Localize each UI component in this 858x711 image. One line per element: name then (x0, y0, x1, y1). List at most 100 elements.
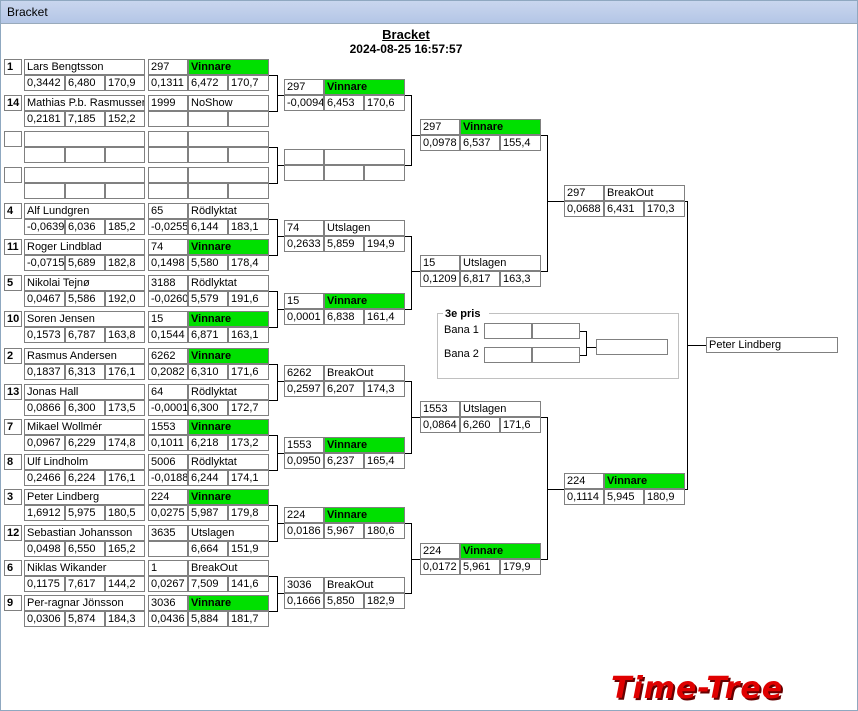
match-status[interactable]: BreakOut (188, 560, 269, 576)
match-status[interactable]: Vinnare (460, 543, 541, 559)
reaction-time: 0,2597 (284, 381, 324, 397)
match-status[interactable]: Vinnare (324, 293, 405, 309)
elapsed-time: 6,300 (188, 400, 228, 416)
match-status[interactable]: Vinnare (188, 348, 269, 364)
racer-name[interactable]: Roger Lindblad (24, 239, 145, 255)
connector-line (547, 417, 548, 560)
match-status[interactable]: Vinnare (188, 311, 269, 327)
racer-name[interactable]: Mathias P.b. Rasmussen (24, 95, 145, 111)
match-status[interactable] (188, 167, 269, 183)
lane-number: 5006 (148, 454, 188, 470)
speed-value: 174,8 (105, 435, 145, 451)
racer-name[interactable]: Soren Jensen (24, 311, 145, 327)
third-place-lane1-cell[interactable] (532, 323, 580, 339)
racer-name[interactable]: Lars Bengtsson (24, 59, 145, 75)
connector-line (411, 523, 412, 594)
racer-name[interactable]: Nikolai Tejnø (24, 275, 145, 291)
speed-value: 170,6 (364, 95, 405, 111)
match-status[interactable]: BreakOut (604, 185, 685, 201)
elapsed-time: 5,579 (188, 291, 228, 307)
racer-name[interactable]: Alf Lundgren (24, 203, 145, 219)
match-status[interactable] (324, 149, 405, 165)
seed-spacer (4, 541, 22, 557)
match-status[interactable]: Vinnare (188, 59, 269, 75)
lane-number: 65 (148, 203, 188, 219)
connector-line (405, 236, 411, 237)
lane-number: 64 (148, 384, 188, 400)
third-place-result[interactable] (596, 339, 668, 355)
elapsed-time: 5,586 (65, 291, 105, 307)
connector-line (269, 327, 277, 328)
reaction-time: -0,0001 (148, 400, 188, 416)
elapsed-time: 6,310 (188, 364, 228, 380)
match-status[interactable]: BreakOut (324, 365, 405, 381)
match-status[interactable]: Vinnare (324, 79, 405, 95)
match-status[interactable]: BreakOut (324, 577, 405, 593)
speed-value: 170,7 (228, 75, 269, 91)
connector-line (411, 559, 420, 560)
reaction-time: 0,0001 (284, 309, 324, 325)
match-status[interactable]: Rödlyktat (188, 454, 269, 470)
match-status[interactable]: Rödlyktat (188, 203, 269, 219)
racer-name[interactable]: Per-ragnar Jönsson (24, 595, 145, 611)
seed-spacer (4, 611, 22, 627)
match-status[interactable]: Utslagen (460, 401, 541, 417)
match-status[interactable]: Vinnare (324, 437, 405, 453)
seed-number: 5 (4, 275, 22, 291)
racer-name[interactable] (24, 167, 145, 183)
racer-name[interactable]: Peter Lindberg (24, 489, 145, 505)
racer-name[interactable] (24, 131, 145, 147)
racer-name[interactable]: Niklas Wikander (24, 560, 145, 576)
time-tree-logo: Time-Tree (611, 671, 784, 706)
match-status[interactable]: Utslagen (188, 525, 269, 541)
racer-name[interactable]: Mikael Wollmér (24, 419, 145, 435)
elapsed-time: 6,224 (65, 470, 105, 486)
connector-line (269, 576, 277, 577)
match-status[interactable]: Rödlyktat (188, 275, 269, 291)
reaction-time: 0,0467 (24, 291, 65, 307)
lane-number: 3635 (148, 525, 188, 541)
match-status[interactable]: Vinnare (324, 507, 405, 523)
connector-line (277, 593, 284, 594)
match-status[interactable]: Vinnare (188, 419, 269, 435)
speed-value: 192,0 (105, 291, 145, 307)
reaction-time: 0,0866 (24, 400, 65, 416)
match-status[interactable]: NoShow (188, 95, 269, 111)
match-status[interactable]: Vinnare (188, 239, 269, 255)
lane-number: 1 (148, 560, 188, 576)
connector-line (411, 135, 420, 136)
lane-number: 74 (148, 239, 188, 255)
match-status[interactable]: Vinnare (604, 473, 685, 489)
seed-number: 3 (4, 489, 22, 505)
connector-line (586, 331, 587, 356)
elapsed-time: 6,537 (460, 135, 500, 151)
connector-line (269, 611, 277, 612)
reaction-time: 0,1666 (284, 593, 324, 609)
speed-value: 180,5 (105, 505, 145, 521)
match-status[interactable]: Vinnare (188, 595, 269, 611)
racer-name[interactable]: Jonas Hall (24, 384, 145, 400)
match-status[interactable]: Utslagen (324, 220, 405, 236)
match-status[interactable] (188, 131, 269, 147)
match-status[interactable]: Vinnare (460, 119, 541, 135)
connector-line (405, 165, 411, 166)
elapsed-time: 5,967 (324, 523, 364, 539)
third-place-lane2-cell[interactable] (484, 347, 532, 363)
seed-spacer (4, 111, 22, 127)
match-status[interactable]: Vinnare (188, 489, 269, 505)
speed-value: 151,9 (228, 541, 269, 557)
racer-name[interactable]: Rasmus Andersen (24, 348, 145, 364)
speed-value: 182,8 (105, 255, 145, 271)
seed-number: 9 (4, 595, 22, 611)
racer-name[interactable]: Sebastian Johansson (24, 525, 145, 541)
racer-name[interactable]: Ulf Lindholm (24, 454, 145, 470)
third-place-lane1-cell[interactable] (484, 323, 532, 339)
connector-line (269, 541, 277, 542)
connector-line (277, 364, 278, 401)
match-status[interactable]: Rödlyktat (188, 384, 269, 400)
reaction-time (24, 147, 65, 163)
champion-cell[interactable]: Peter Lindberg (706, 337, 838, 353)
match-status[interactable]: Utslagen (460, 255, 541, 271)
third-place-lane2-cell[interactable] (532, 347, 580, 363)
reaction-time: 0,0267 (148, 576, 188, 592)
